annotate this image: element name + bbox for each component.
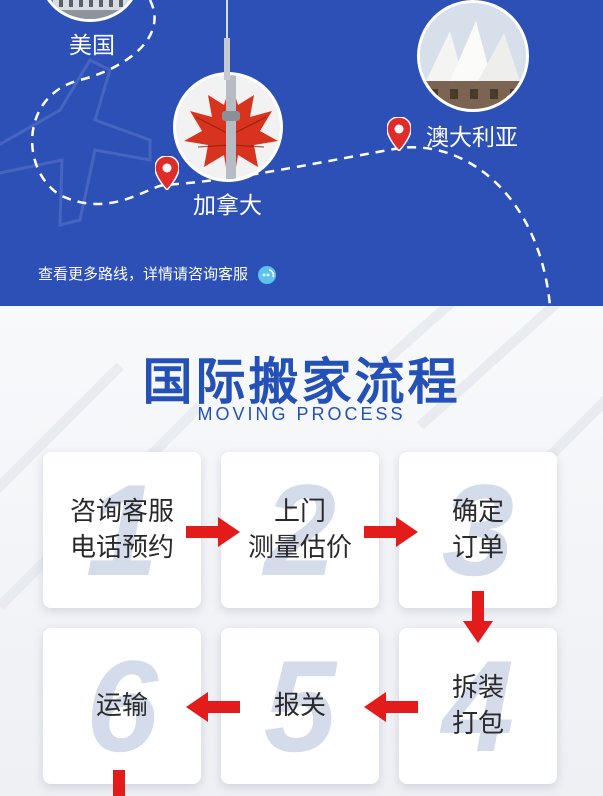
step-text: 运输	[43, 628, 201, 784]
step-card-3: 3 确定订单	[399, 452, 557, 608]
city-label-canada: 加拿大	[193, 193, 262, 219]
step-text: 上门测量估价	[221, 452, 379, 608]
arrow-left-icon	[364, 692, 418, 722]
step-card-6: 6 运输	[43, 628, 201, 784]
step-line: 电话预约	[69, 533, 174, 563]
step-number: 6	[85, 633, 159, 779]
step-card-2: 2 上门测量估价	[221, 452, 379, 608]
location-pin-icon	[387, 117, 411, 151]
australia-photo	[417, 0, 529, 112]
more-routes-note[interactable]: 查看更多路线，详情请咨询客服	[38, 263, 277, 285]
city-label-usa: 美国	[69, 33, 115, 59]
step-card-5: 5 报关	[221, 628, 379, 784]
step-card-4: 4 拆装打包	[399, 628, 557, 784]
step-line: 测量估价	[247, 533, 352, 563]
customer-service-icon[interactable]	[257, 265, 277, 285]
step-number: 2	[263, 457, 337, 603]
process-subtitle: MOVING PROCESS	[197, 404, 406, 424]
more-routes-text: 查看更多路线，详情请咨询客服	[38, 265, 249, 283]
step-line: 运输	[95, 691, 148, 721]
step-line: 咨询客服	[69, 497, 174, 527]
step-text: 确定订单	[399, 452, 557, 608]
step-number: 4	[441, 633, 515, 779]
step-line: 上门	[273, 497, 326, 527]
arrow-right-icon	[186, 517, 240, 547]
step-number: 5	[263, 633, 337, 779]
step-line: 拆装	[451, 673, 504, 703]
arrow-left-icon	[186, 692, 240, 722]
arrow-down-icon	[463, 591, 493, 643]
step-number: 3	[441, 457, 515, 603]
route-map: 美国 加拿大 澳	[0, 0, 603, 306]
step-number: 1	[85, 457, 159, 603]
step-line: 订单	[451, 533, 504, 563]
step-card-1: 1 咨询客服电话预约	[43, 452, 201, 608]
moving-process-section: 国际搬家流程 MOVING PROCESS 1 咨询客服电话预约 2 上门测量估…	[0, 306, 603, 796]
airplane-watermark-icon	[0, 58, 152, 227]
arrow-down-icon	[113, 770, 125, 796]
city-label-australia: 澳大利亚	[426, 125, 518, 151]
canada-photo	[173, 72, 283, 182]
step-text: 咨询客服电话预约	[43, 452, 201, 608]
process-title: 国际搬家流程	[142, 353, 461, 411]
route-line	[0, 0, 552, 306]
step-line: 确定	[451, 497, 504, 527]
step-line: 打包	[451, 709, 504, 739]
cn-tower-icon	[224, 0, 230, 80]
location-pin-icon	[155, 156, 179, 190]
arrow-right-icon	[364, 517, 418, 547]
step-line: 报关	[273, 691, 326, 721]
step-text: 报关	[221, 628, 379, 784]
step-text: 拆装打包	[399, 628, 557, 784]
